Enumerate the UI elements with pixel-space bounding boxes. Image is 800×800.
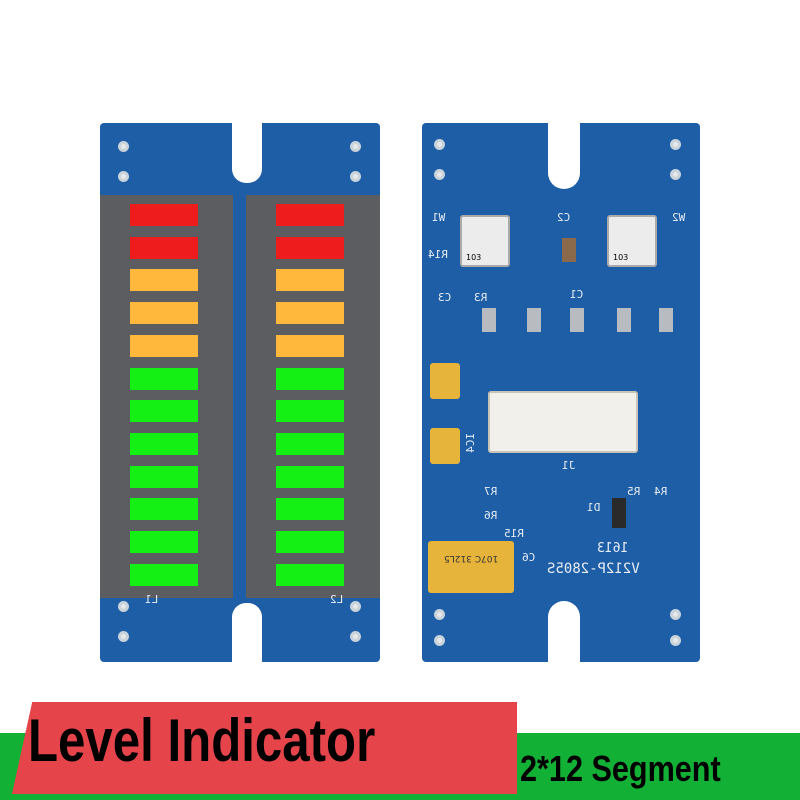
label-date: 1613 <box>597 541 629 556</box>
smd-component <box>570 308 584 332</box>
mount-hole <box>118 171 129 182</box>
led-segment-amber <box>130 269 198 292</box>
led-segment-green <box>130 465 198 488</box>
led-segment-red <box>130 236 198 259</box>
mount-hole <box>670 609 681 620</box>
mount-hole <box>434 635 445 646</box>
label-c3: C3 <box>438 291 452 304</box>
mount-hole <box>434 169 445 180</box>
led-bar-board: L1 L2 <box>100 123 380 662</box>
connector-j1[interactable] <box>488 391 638 453</box>
label-r14: R14 <box>428 248 448 261</box>
mount-hole <box>434 139 445 150</box>
smd-component <box>659 308 673 332</box>
diode-d1 <box>612 498 626 528</box>
label-ic4: IC4 <box>464 433 477 453</box>
led-segment-green <box>130 498 198 521</box>
label-c2: C2 <box>557 211 571 224</box>
potentiometer-w1[interactable]: 103 <box>460 215 510 267</box>
mount-hole <box>670 139 681 150</box>
potentiometer-w2[interactable]: 103 <box>607 215 657 267</box>
led-segment-green <box>276 400 344 423</box>
led-segment-green <box>276 531 344 553</box>
led-segment-amber <box>276 334 344 357</box>
label-r3: R3 <box>474 291 488 304</box>
label-r15: R15 <box>504 527 524 540</box>
led-segment-red <box>130 204 198 226</box>
led-segment-green <box>130 367 198 390</box>
banner-red-tab <box>12 702 517 794</box>
led-segment-amber <box>130 302 198 325</box>
mount-hole <box>118 601 129 612</box>
label-r6: R6 <box>484 509 498 522</box>
label-w2: W2 <box>672 211 686 224</box>
mount-hole <box>350 601 361 612</box>
mount-hole <box>350 171 361 182</box>
label-r5: R5 <box>627 485 641 498</box>
led-segment-green <box>130 432 198 455</box>
mount-hole <box>350 631 361 642</box>
label-w1: W1 <box>432 211 446 224</box>
led-segment-green <box>130 400 198 423</box>
led-segment-amber <box>276 269 344 292</box>
banner-title: Level Indicator <box>28 707 376 774</box>
led-bar-right <box>246 195 380 598</box>
led-segment-red <box>276 236 344 259</box>
label-c1: C1 <box>570 288 584 301</box>
led-segment-amber <box>276 302 344 325</box>
led-segment-green <box>276 563 344 586</box>
led-segment-red <box>276 204 344 226</box>
led-bar-left <box>100 195 233 598</box>
pot-label: 103 <box>613 253 629 262</box>
mount-hole <box>670 169 681 180</box>
led-segment-green <box>276 498 344 521</box>
smd-component <box>482 308 496 332</box>
mount-hole <box>118 141 129 152</box>
led-segment-green <box>276 432 344 455</box>
label-d1: D1 <box>587 501 601 514</box>
led-segment-amber <box>130 334 198 357</box>
label-l1: L1 <box>145 593 159 606</box>
led-segment-green <box>276 367 344 390</box>
pot-label: 103 <box>466 253 482 262</box>
label-model: V212P-2805S <box>547 561 640 577</box>
cap-marking: 107C 312L5 <box>443 553 499 563</box>
driver-board: 103 103 W1 W2 C2 R14 C3 R3 C1 IC4 J1 R7 … <box>422 123 700 662</box>
label-r4: R4 <box>654 485 668 498</box>
board-notch-bottom <box>548 601 580 662</box>
label-r7: R7 <box>484 485 498 498</box>
led-segment-green <box>276 465 344 488</box>
smd-component <box>617 308 631 332</box>
led-segment-green <box>130 531 198 553</box>
label-l2: L2 <box>330 593 344 606</box>
banner-subtitle: 2*12 Segment <box>520 748 721 789</box>
board-notch-bottom <box>232 603 262 662</box>
mount-hole <box>670 635 681 646</box>
board-notch-top <box>232 123 262 183</box>
smd-component <box>527 308 541 332</box>
led-segment-green <box>130 563 198 586</box>
mount-hole <box>350 141 361 152</box>
tantalum-capacitor <box>430 363 460 399</box>
tantalum-capacitor <box>430 428 460 464</box>
mount-hole <box>118 631 129 642</box>
label-j1: J1 <box>562 459 576 472</box>
label-c6: C6 <box>522 551 536 564</box>
board-notch-top <box>548 123 580 189</box>
tantalum-capacitor-c6: 107C 312L5 <box>428 541 514 593</box>
smd-component <box>562 238 576 262</box>
mount-hole <box>434 609 445 620</box>
